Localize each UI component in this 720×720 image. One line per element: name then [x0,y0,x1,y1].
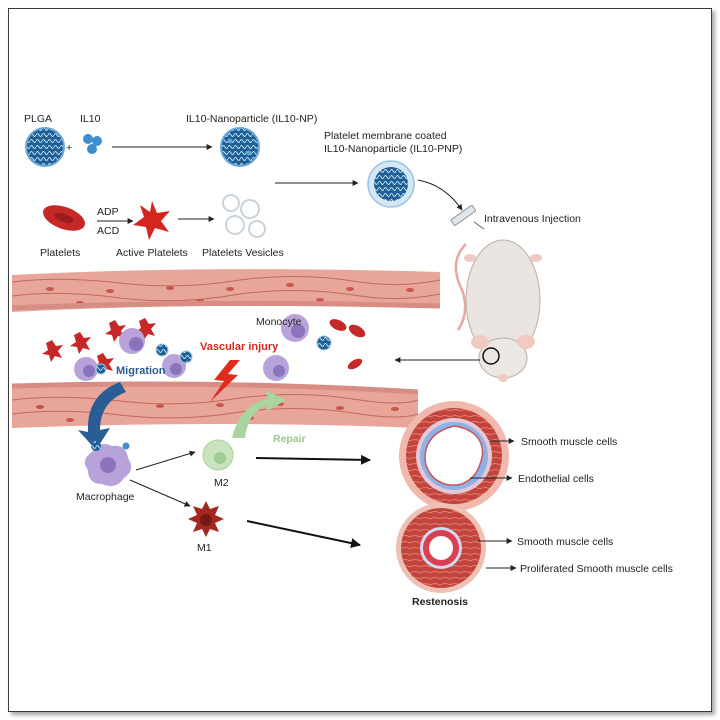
restenosis-label: Restenosis [412,596,468,608]
vessel-wall-top [11,269,441,312]
macrophage-icon [84,441,132,486]
il10-np-label: IL10-Nanoparticle (IL10-NP) [186,113,317,125]
monocyte-label: Monocyte [256,316,302,328]
m1-label: M1 [197,542,212,554]
adp-label: ADP [97,206,119,218]
plga-nanoparticle-icon [25,127,65,167]
platelet-vesicles-label: Platelets Vesicles [202,247,284,259]
monocytes-in-lumen [74,314,309,381]
il10-label: IL10 [80,113,101,125]
migration-label: Migration [116,365,166,377]
lightning-icon [210,360,240,402]
syringe-icon [450,204,485,230]
repair-label: Repair [273,433,306,445]
arrow-to-m2 [135,450,196,471]
arrow-m1-to-restenosis [246,520,361,549]
red-blood-cells [329,319,366,370]
arrow-to-injection [417,179,463,211]
platelet-icon [42,205,86,231]
acd-label: ACD [97,225,120,237]
il10-pnp-icon [367,160,415,208]
active-platelet-icon [133,201,170,240]
healthy-vessel-cross-section [399,401,509,511]
platelets-label: Platelets [40,247,80,259]
il10-np-icon [220,127,260,167]
proliferated-smc-label: Proliferated Smooth muscle cells [520,563,673,575]
m2-label: M2 [214,477,229,489]
iv-injection-label: Intravenous Injection [484,213,581,225]
m2-macrophage-icon [202,439,234,471]
m1-macrophage-icon [188,501,224,537]
smc-top-label: Smooth muscle cells [521,436,617,448]
plga-label: PLGA [24,113,52,125]
platelet-vesicles-icon [222,194,266,238]
vascular-injury-label: Vascular injury [200,341,279,353]
vessel-wall-bottom [11,381,419,428]
repair-arrow [232,390,286,438]
active-platelets-label: Active Platelets [116,247,188,259]
restenosis-vessel-cross-section [396,503,486,593]
endothelial-label: Endothelial cells [518,473,594,485]
pnp-label-line1: Platelet membrane coated [324,130,447,142]
pnp-label-line2: IL10-Nanoparticle (IL10-PNP) [324,143,462,155]
arrow-to-m1 [129,479,191,507]
pnp-particles-in-lumen [95,335,332,375]
migration-arrow [78,382,126,450]
mouse-icon [454,239,542,382]
plus-sign: + [66,142,72,154]
arrow-m2-to-healthy [255,454,371,465]
macrophage-label: Macrophage [76,491,135,503]
smc-bottom-label: Smooth muscle cells [517,536,613,548]
injury-site-marker [482,347,500,365]
il10-molecule-icon [83,134,102,154]
